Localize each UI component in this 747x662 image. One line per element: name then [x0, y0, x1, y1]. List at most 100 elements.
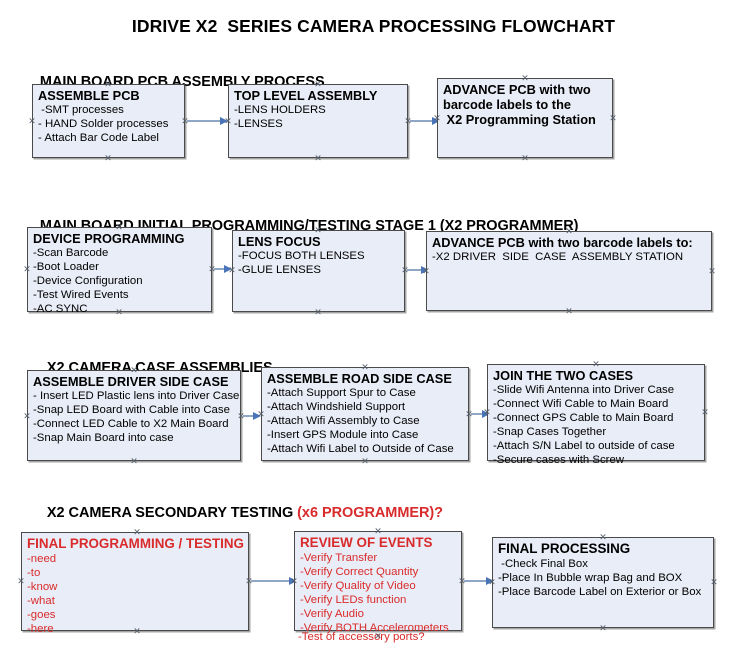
connector-road-case-to-join-cases[interactable]: [471, 413, 487, 415]
node-line: -Place In Bubble wrap Bag and BOX: [498, 572, 683, 584]
resize-handle-right[interactable]: [708, 267, 717, 276]
node-line: -need: [27, 553, 57, 565]
resize-handle-left[interactable]: [23, 412, 32, 421]
resize-handle-left[interactable]: [228, 266, 237, 275]
node-line: - Attach Bar Code Label: [38, 132, 159, 144]
resize-handle-left[interactable]: [23, 265, 32, 274]
node-assemble-driver-side-case[interactable]: ASSEMBLE DRIVER SIDE CASE - Insert LED P…: [27, 370, 241, 461]
node-final-programming-testing[interactable]: FINAL PROGRAMMING / TESTING -need -to -k…: [21, 532, 249, 635]
resize-handle-top[interactable]: [592, 360, 601, 369]
node-final-processing[interactable]: FINAL PROCESSING -Check Final Box -Place…: [492, 537, 714, 628]
resize-handle-top[interactable]: [361, 363, 370, 372]
node-advance-pcb-driver-side-station[interactable]: ADVANCE PCB with two barcode labels to: …: [426, 231, 712, 311]
node-line: -GLUE LENSES: [238, 264, 321, 276]
resize-handle-top[interactable]: [521, 74, 530, 83]
node-line: -Device Configuration: [33, 275, 143, 287]
resize-handle-left[interactable]: [17, 577, 26, 586]
resize-handle-left[interactable]: [290, 577, 299, 586]
resize-handle-left[interactable]: [28, 117, 37, 126]
node-line: -here: [27, 623, 54, 635]
resize-handle-left[interactable]: [488, 578, 497, 587]
node-title: LENS FOCUS: [238, 234, 321, 249]
node-line: -Snap Main Board into case: [33, 432, 174, 444]
resize-handle-bottom[interactable]: [521, 154, 530, 163]
node-title: ADVANCE PCB with two barcode labels to:: [432, 235, 693, 250]
resize-handle-top[interactable]: [115, 223, 124, 232]
node-top-level-assembly[interactable]: TOP LEVEL ASSEMBLY -LENS HOLDERS -LENSES: [228, 84, 408, 158]
resize-handle-top[interactable]: [374, 527, 383, 536]
connector-final-programming-to-review-events[interactable]: [251, 580, 294, 582]
node-assemble-road-side-case[interactable]: ASSEMBLE ROAD SIDE CASE -Attach Support …: [261, 367, 469, 461]
node-device-programming[interactable]: DEVICE PROGRAMMING -Scan Barcode -Boot L…: [27, 227, 212, 315]
node-title: ADVANCE PCB with two barcode labels to t…: [443, 82, 596, 127]
section-heading-x2-camera-secondary-testing: X2 CAMERA SECONDARY TESTING (x6 PROGRAMM…: [31, 489, 443, 537]
resize-handle-bottom[interactable]: [565, 307, 574, 316]
resize-handle-top[interactable]: [314, 226, 323, 235]
node-line: -Verify Quality of Video: [300, 580, 416, 592]
resize-handle-right[interactable]: [701, 408, 710, 417]
resize-handle-bottom[interactable]: [104, 154, 113, 163]
resize-handle-top[interactable]: [314, 80, 323, 89]
connector-top-level-to-advance-pcb[interactable]: [410, 120, 436, 122]
resize-handle-bottom[interactable]: [130, 457, 139, 466]
node-line: -know: [27, 581, 58, 593]
node-line: -Attach Windshield Support: [267, 401, 406, 413]
node-line: -AC SYNC: [33, 303, 88, 315]
resize-handle-bottom[interactable]: [592, 457, 601, 466]
node-title: JOIN THE TWO CASES: [493, 368, 634, 383]
node-line: -Slide Wifi Antenna into Driver Case: [493, 384, 675, 396]
resize-handle-top[interactable]: [130, 366, 139, 375]
connector-device-programming-to-lens-focus[interactable]: [214, 268, 228, 270]
node-line: -SMT processes: [38, 104, 124, 116]
node-assemble-pcb[interactable]: ASSEMBLE PCB -SMT processes - HAND Solde…: [32, 84, 185, 158]
resize-handle-right[interactable]: [710, 578, 719, 587]
node-line: -Attach Wifi Label to Outside of Case: [267, 443, 454, 455]
node-line: -X2 DRIVER SIDE CASE ASSEMBLY STATION: [432, 251, 684, 263]
node-line: -Boot Loader: [33, 261, 99, 273]
node-title: FINAL PROCESSING: [498, 541, 631, 556]
node-line: -Check Final Box: [498, 558, 588, 570]
resize-handle-left[interactable]: [224, 117, 233, 126]
resize-handle-bottom[interactable]: [314, 308, 323, 317]
connector-review-events-to-final-processing[interactable]: [464, 580, 490, 582]
node-line: -Scan Barcode: [33, 247, 109, 259]
resize-handle-bottom[interactable]: [115, 308, 124, 317]
resize-handle-bottom[interactable]: [314, 154, 323, 163]
connector-assemble-pcb-to-top-level[interactable]: [187, 120, 223, 122]
resize-handle-top[interactable]: [133, 528, 142, 537]
resize-handle-right[interactable]: [609, 114, 618, 123]
section-heading-accent: (x6 PROGRAMMER)?: [297, 505, 443, 521]
resize-handle-bottom[interactable]: [133, 627, 142, 636]
node-line: -Test Wired Events: [33, 289, 129, 301]
resize-handle-top[interactable]: [599, 533, 608, 542]
node-title: FINAL PROGRAMMING / TESTING: [27, 536, 244, 551]
node-line: -Attach S/N Label to outside of case: [493, 440, 675, 452]
connector-driver-case-to-road-case[interactable]: [243, 415, 257, 417]
node-line: -goes: [27, 609, 56, 621]
node-title: ASSEMBLE PCB: [38, 88, 140, 103]
section-heading-text: X2 CAMERA SECONDARY TESTING: [46, 505, 298, 521]
node-line: -Verify Correct Quantity: [300, 566, 419, 578]
node-line: - HAND Solder processes: [38, 118, 169, 130]
resize-handle-bottom[interactable]: [599, 624, 608, 633]
resize-handle-bottom[interactable]: [374, 632, 383, 641]
node-lens-focus[interactable]: LENS FOCUS -FOCUS BOTH LENSES -GLUE LENS…: [232, 230, 405, 312]
resize-handle-left[interactable]: [433, 114, 442, 123]
resize-handle-top[interactable]: [104, 80, 113, 89]
node-review-of-events[interactable]: REVIEW OF EVENTS -Verify Transfer -Verif…: [294, 531, 462, 634]
node-join-the-two-cases[interactable]: JOIN THE TWO CASES -Slide Wifi Antenna i…: [487, 364, 705, 466]
node-title: DEVICE PROGRAMMING: [33, 231, 185, 246]
resize-handle-top[interactable]: [565, 227, 574, 236]
node-line: -Verify BOTH Accelerometers: [300, 622, 449, 634]
resize-handle-left[interactable]: [422, 267, 431, 276]
resize-handle-left[interactable]: [483, 408, 492, 417]
node-line: -Connect LED Cable to X2 Main Board: [33, 418, 229, 430]
node-line: -Verify LEDs function: [300, 594, 407, 606]
resize-handle-bottom[interactable]: [361, 457, 370, 466]
connector-lens-focus-to-advance-pcb-driver[interactable]: [407, 269, 425, 271]
resize-handle-left[interactable]: [257, 410, 266, 419]
node-advance-pcb-programming-station[interactable]: ADVANCE PCB with two barcode labels to t…: [437, 78, 613, 158]
node-line: -Place Barcode Label on Exterior or Box: [498, 586, 702, 598]
node-line: -Attach Wifi Assembly to Case: [267, 415, 420, 427]
node-line: - Insert LED Plastic lens into Driver Ca…: [33, 390, 240, 402]
